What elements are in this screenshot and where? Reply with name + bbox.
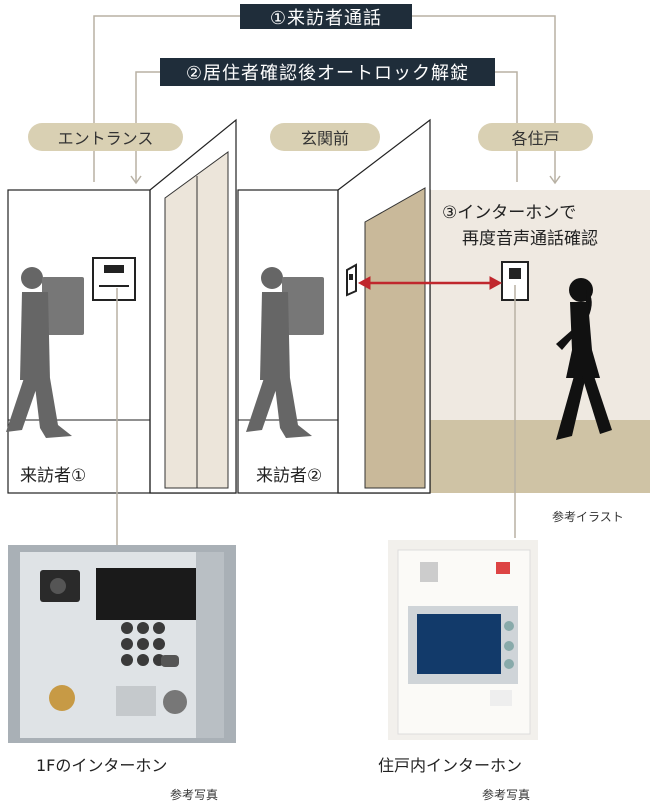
lobby-intercom-photo: [8, 545, 236, 743]
auto-lock-banner: ②居住者確認後オートロック解錠: [160, 58, 495, 86]
lobby-photo-note: 参考写真: [170, 788, 219, 802]
unit-label: 各住戸: [478, 123, 593, 151]
visitor-1-silhouette-icon: [6, 267, 84, 438]
visitor-1-label: 来訪者①: [20, 466, 87, 486]
unit-intercom-photo: [388, 540, 538, 740]
arrow-heads: [130, 175, 561, 185]
unit-floor: [430, 420, 650, 493]
unit-photo-note: 参考写真: [482, 788, 531, 802]
connector-lines: [93, 15, 556, 182]
resident-silhouette-icon: [556, 278, 612, 440]
callout-line-2: 再度音声通話確認: [462, 229, 598, 249]
lobby-intercom-caption: 1Fのインターホン: [36, 756, 168, 775]
visitor-call-banner: ①来訪者通話: [240, 4, 412, 29]
entrance-label: エントランス: [28, 123, 183, 151]
unit-intercom-caption: 住戸内インターホン: [378, 756, 523, 775]
visitor-2-silhouette-icon: [246, 267, 324, 438]
illustration-note: 参考イラスト: [552, 510, 624, 524]
visitor-2-label: 来訪者②: [256, 466, 323, 486]
front-door-label: 玄関前: [270, 123, 380, 151]
voice-call-arrow: [357, 276, 503, 290]
door-wall-intercom: [346, 263, 357, 297]
entrance-wall-intercom: [92, 257, 136, 301]
callout-line-1: ③インターホンで: [442, 203, 577, 223]
